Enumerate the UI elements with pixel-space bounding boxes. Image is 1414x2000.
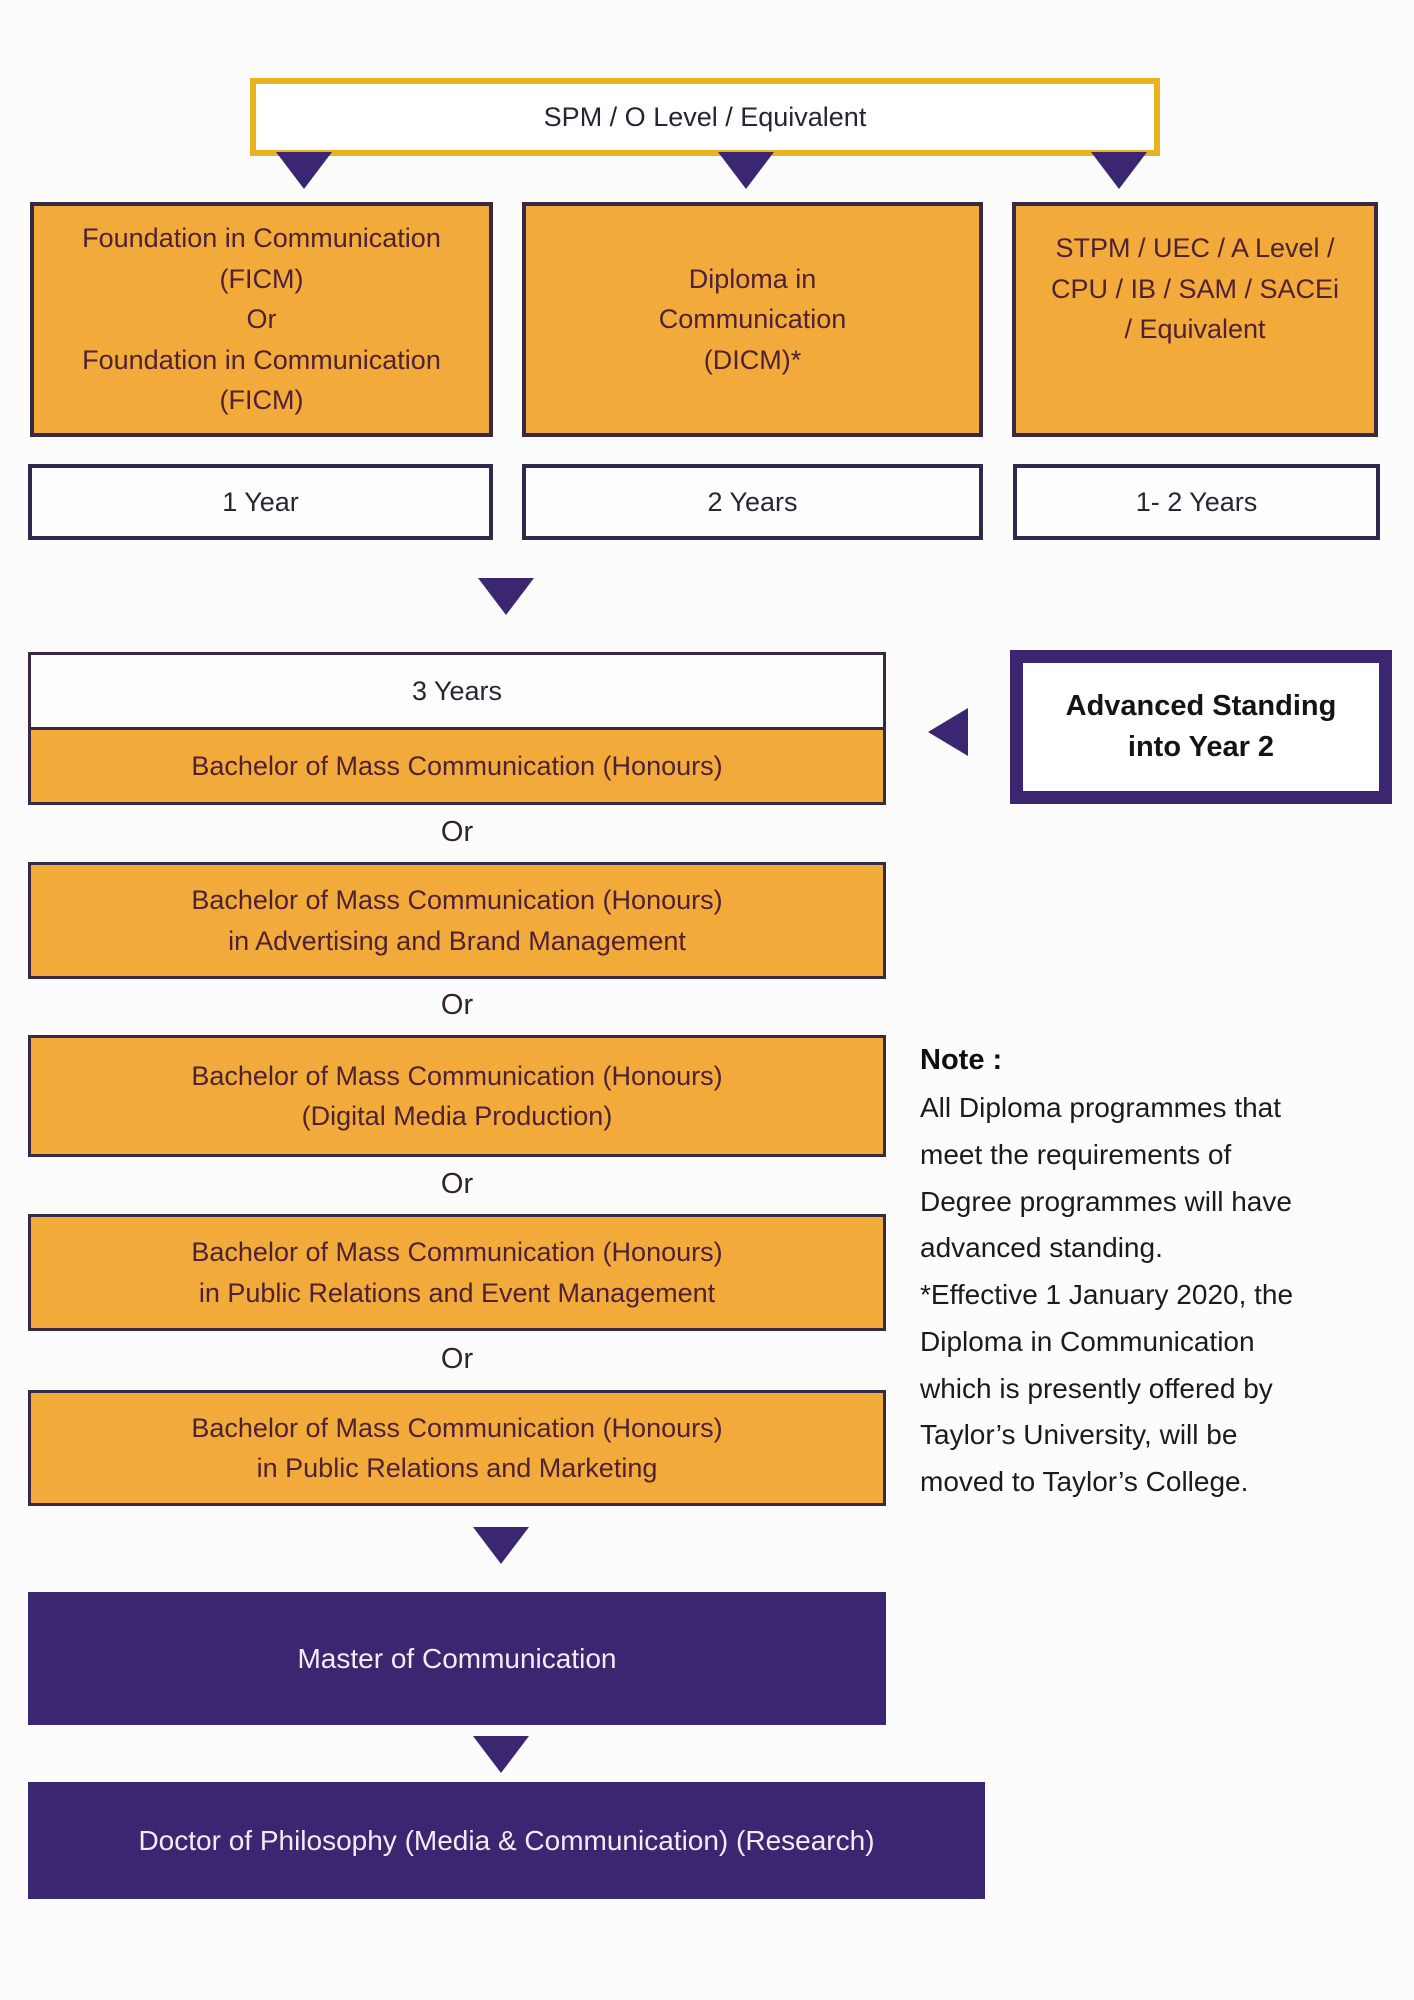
master-box: Master of Communication	[28, 1592, 886, 1725]
advanced-standing-box: Advanced Standing into Year 2	[1010, 650, 1392, 804]
duration-box-1-2-years: 1- 2 Years	[1013, 464, 1380, 540]
or-separator: Or	[440, 1167, 474, 1200]
degree-box-advertising-brand: Bachelor of Mass Communication (Honours)…	[28, 862, 886, 979]
degree-box-digital-media: Bachelor of Mass Communication (Honours)…	[28, 1035, 886, 1157]
degree-box-mass-communication: Bachelor of Mass Communication (Honours)	[28, 727, 886, 805]
down-arrow-icon	[718, 152, 774, 189]
or-separator: Or	[440, 815, 474, 848]
down-arrow-icon	[1091, 152, 1147, 189]
entry-qualification-box: SPM / O Level / Equivalent	[250, 78, 1160, 156]
duration-box-3-years: 3 Years	[28, 652, 886, 730]
or-separator: Or	[440, 1342, 474, 1375]
or-separator: Or	[440, 988, 474, 1021]
note-title: Note :	[920, 1044, 1003, 1076]
down-arrow-icon	[478, 578, 534, 615]
phd-box: Doctor of Philosophy (Media & Communicat…	[28, 1782, 985, 1899]
down-arrow-icon	[276, 152, 332, 189]
note-block: Note : All Diploma programmes that meet …	[920, 1044, 1370, 1506]
left-arrow-icon	[928, 708, 968, 756]
degree-box-pr-marketing: Bachelor of Mass Communication (Honours)…	[28, 1390, 886, 1506]
duration-box-2-years: 2 Years	[522, 464, 983, 540]
down-arrow-icon	[473, 1736, 529, 1773]
foundation-box: Foundation in Communication (FICM) Or Fo…	[30, 202, 493, 437]
degree-box-pr-event-management: Bachelor of Mass Communication (Honours)…	[28, 1214, 886, 1331]
duration-box-1-year: 1 Year	[28, 464, 493, 540]
note-body: All Diploma programmes that meet the req…	[920, 1092, 1294, 1497]
diploma-box: Diploma in Communication (DICM)*	[522, 202, 983, 437]
stpm-alevel-box: STPM / UEC / A Level / CPU / IB / SAM / …	[1012, 202, 1378, 437]
down-arrow-icon	[473, 1527, 529, 1564]
